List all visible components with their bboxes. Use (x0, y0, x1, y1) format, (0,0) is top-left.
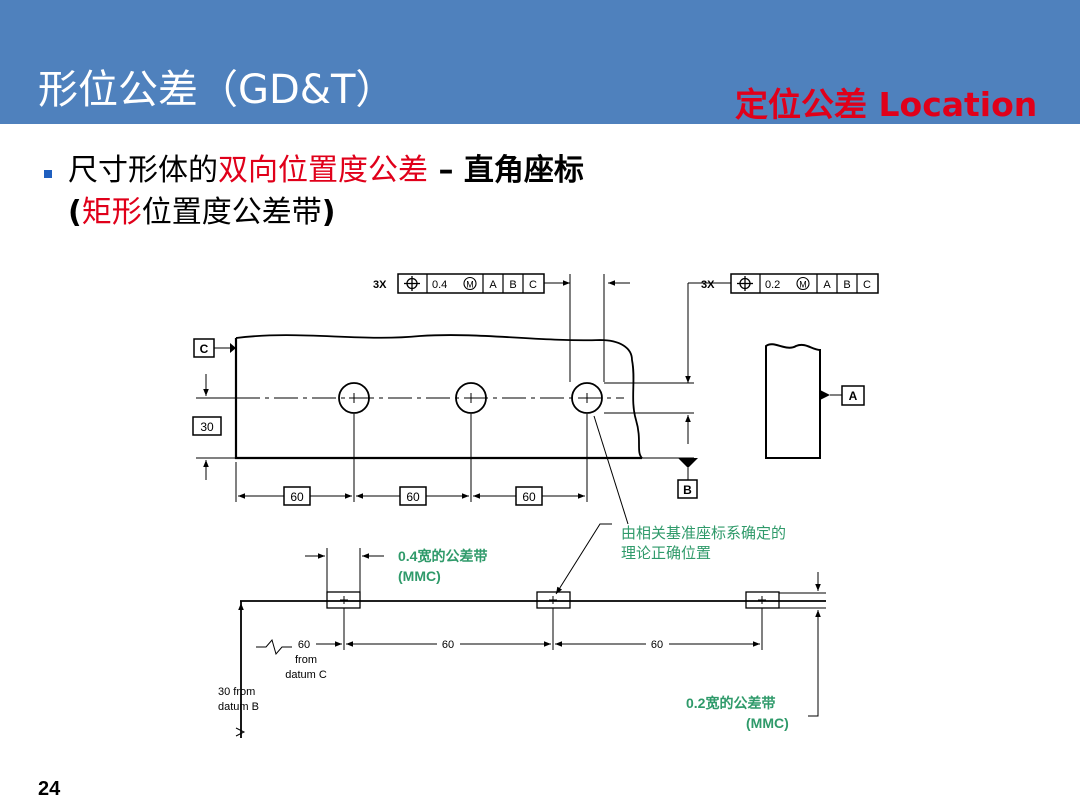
frame1-count: 3X (373, 279, 387, 291)
bullet-text-1: 尺寸形体的 (68, 153, 218, 188)
dim-60-row: 60 60 60 (235, 414, 588, 506)
hole-2 (455, 382, 487, 414)
bullet-square-icon (44, 170, 52, 178)
datum-c-feature: C (193, 338, 236, 358)
dim-30-value: 30 (200, 420, 214, 434)
from-c-60: 60 (298, 639, 310, 651)
datum-b-feature: B (677, 458, 698, 499)
bullet-text-red: 双向位置度公差 (218, 153, 428, 188)
from-b-1: 30 from (218, 686, 255, 698)
feature-control-frame-2: 3X 0.2 M A B C (685, 273, 879, 383)
feature-control-frame-1: 3X 0.4 M A B C (373, 273, 570, 294)
frame1-datum-a: A (489, 279, 497, 291)
frame1-tolerance: 0.4 (432, 279, 447, 291)
frame1-datum-b: B (509, 279, 516, 291)
paren-open: ( (68, 195, 82, 230)
paren-close: ) (321, 195, 336, 230)
dim-60-3: 60 (522, 490, 536, 504)
frame1-modifier: M (466, 280, 474, 290)
dim-60-2: 60 (406, 490, 420, 504)
lower-dim-60-2: 60 (651, 639, 663, 651)
lower-dim-60-1: 60 (442, 639, 454, 651)
frame2-count: 3X (701, 279, 715, 291)
position-symbol-icon (737, 276, 753, 291)
bullet-line-2: (矩形位置度公差带) (68, 198, 335, 228)
dim-30: 30 (192, 374, 236, 480)
slide-subtitle: 定位公差 Location (735, 85, 1038, 124)
true-position-label-1: 由相关基准座标系确定的 (621, 525, 786, 542)
frame2-datum-a: A (823, 279, 831, 291)
position-symbol-icon (404, 276, 420, 291)
part-outline (234, 334, 643, 460)
frame2-datum-c: C (863, 279, 871, 291)
from-b-2: datum B (218, 701, 259, 713)
zone-02-mmc: (MMC) (746, 715, 789, 731)
true-position-label-2: 理论正确位置 (621, 545, 711, 562)
hole-1 (338, 382, 370, 414)
zone-04-mmc: (MMC) (398, 568, 441, 584)
datum-b-label: B (683, 483, 692, 497)
dim-60-1: 60 (290, 490, 304, 504)
frame2-datum-b: B (843, 279, 850, 291)
zone-04-label: 0.4宽的公差带 (398, 548, 487, 564)
frame1-datum-c: C (529, 279, 537, 291)
title-bar (0, 0, 1080, 124)
datum-c-label: C (200, 342, 209, 356)
mmc-circle-icon (796, 276, 810, 291)
frame2-tolerance: 0.2 (765, 279, 780, 291)
bullet-text-3: – 直角座标 (428, 153, 584, 188)
slide-title: 形位公差（GD&T） (38, 67, 396, 113)
hole-3 (571, 382, 603, 414)
datum-a-label: A (849, 389, 858, 403)
mmc-circle-icon (463, 276, 477, 291)
zone-02-label: 0.2宽的公差带 (686, 695, 775, 711)
side-view: A (765, 343, 865, 459)
from-c-from: from (295, 654, 317, 666)
from-c-datum: datum C (285, 669, 327, 681)
tolerance-zone-schematic: 60 from datum C 60 60 30 from datum B (218, 415, 826, 738)
bullet-line-1: 尺寸形体的双向位置度公差 – 直角座标 (68, 156, 584, 186)
bullet-text-4: 位置度公差带 (141, 195, 322, 230)
frame2-modifier: M (799, 280, 807, 290)
bullet-text-red-2: 矩形 (81, 195, 142, 230)
page-number: 24 (38, 778, 61, 800)
